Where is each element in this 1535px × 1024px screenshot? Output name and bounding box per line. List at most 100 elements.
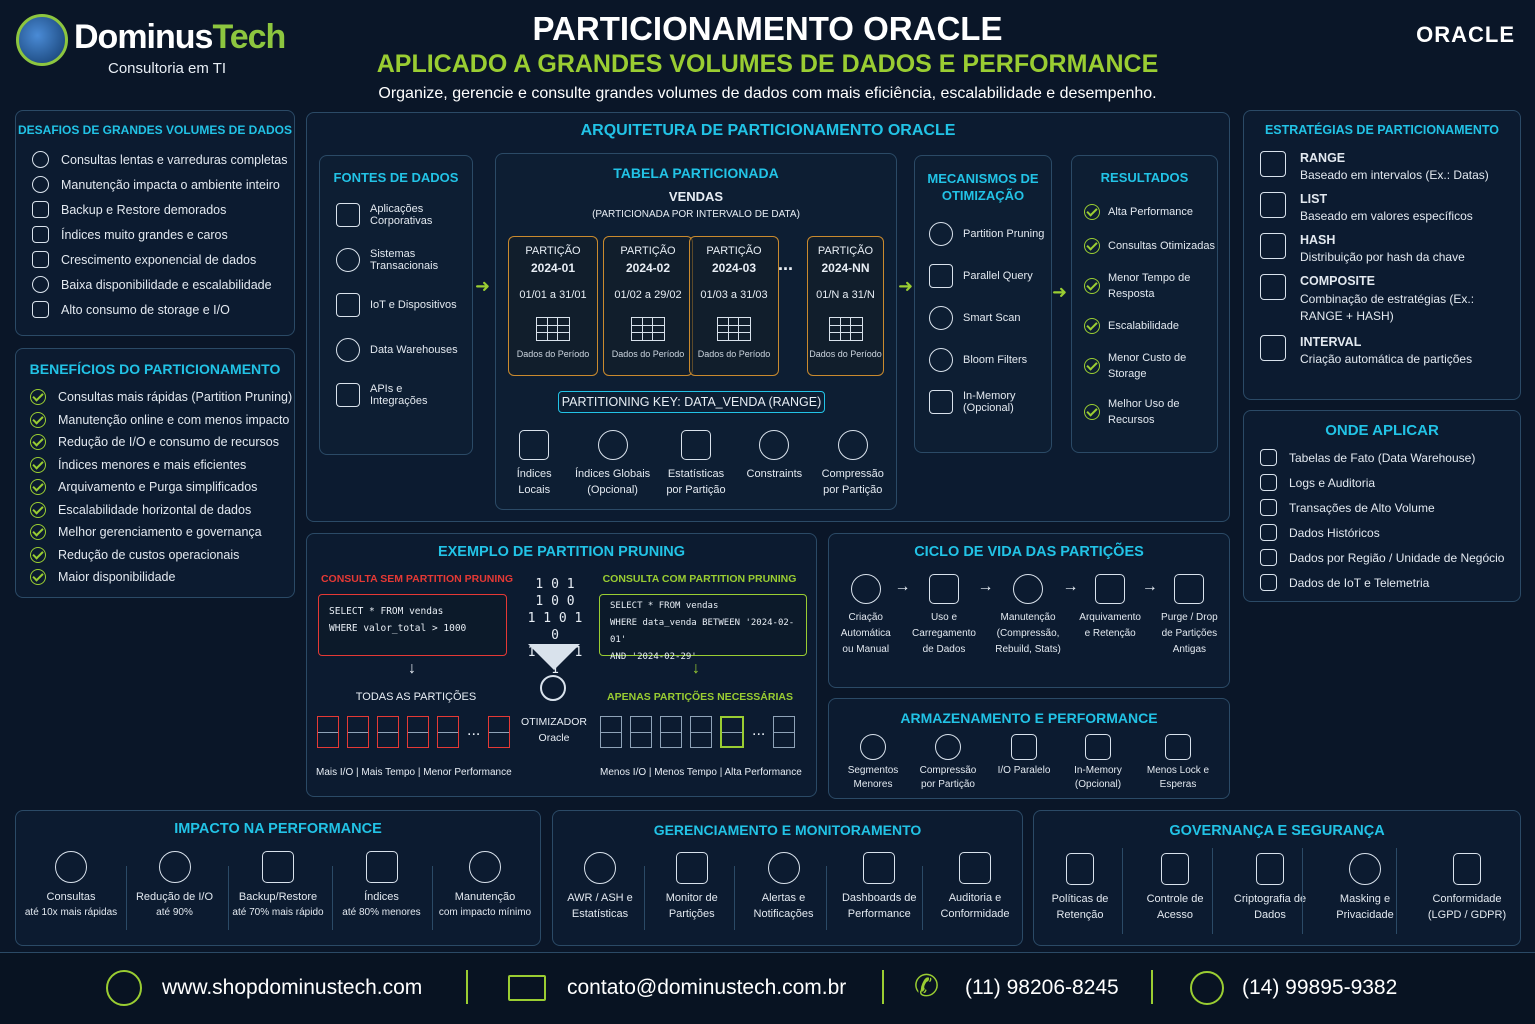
check-icon (30, 456, 46, 473)
feature-item: Índices Globais (Opcional) (573, 430, 653, 498)
partition-mini (488, 716, 511, 748)
brand-tagline: Consultoria em TI (108, 60, 227, 77)
phone-icon: ✆ (914, 970, 940, 1003)
check-icon (30, 546, 46, 563)
list-item: Consultas Otimizadas (1084, 235, 1217, 257)
partitioning-key: PARTITIONING KEY: DATA_VENDA (RANGE) (558, 391, 825, 413)
index-icon (365, 851, 398, 883)
list-item: Manutenção impacta o ambiente inteiro (32, 176, 294, 193)
database-icon (336, 248, 360, 272)
feature-item: Compressão por Partição (818, 430, 888, 498)
feature-item: Constraints (739, 430, 809, 498)
optimizer-label: OTIMIZADOR Oracle (521, 716, 587, 744)
oracle-logo: ORACLE (1416, 22, 1515, 47)
clock-icon (32, 151, 49, 168)
log-icon (1260, 474, 1277, 491)
bar-chart-icon (1165, 734, 1191, 760)
table-grid-icon (536, 317, 570, 341)
list-item: Logs e Auditoria (1260, 474, 1520, 491)
storage-icon (32, 301, 49, 318)
list-icon (1260, 192, 1286, 218)
list-item: Crescimento exponencial de dados (32, 251, 294, 268)
check-icon (1084, 404, 1100, 420)
results-title: RESULTADOS (1100, 170, 1189, 185)
storage-item: Menos Lock e Esperas (1141, 734, 1215, 792)
list-item: IoT e Dispositivos (336, 291, 472, 319)
stats-chart-icon (680, 430, 711, 460)
governance-item: Políticas de Retenção (1040, 853, 1120, 923)
website-link[interactable]: www.shopdominustech.com (162, 976, 423, 999)
monitoring-item: Alertas e Notificações (743, 852, 825, 922)
gear-icon (1013, 574, 1044, 604)
database-icon (850, 574, 881, 604)
table-grid-icon (717, 317, 751, 341)
funnel-icon (528, 644, 580, 670)
challenges-title: DESAFIOS DE GRANDES VOLUMES DE DADOS (17, 123, 293, 137)
governance-item: Conformidade (LGPD / GDPR) (1420, 853, 1514, 923)
hash-icon (1260, 233, 1286, 259)
list-item: Transações de Alto Volume (1260, 499, 1520, 516)
lifecycle-step: Arquivamento e Retenção (1079, 574, 1142, 642)
compliance-icon (1453, 853, 1481, 885)
divider (882, 970, 884, 1004)
clock-icon (55, 851, 87, 883)
encryption-icon (1256, 853, 1284, 885)
arrow-right-icon: ➜ (475, 276, 491, 296)
page-title: PARTICIONAMENTO ORACLE (532, 10, 1003, 47)
list-item: In-Memory (Opcional) (929, 388, 1051, 416)
partition-strip-all: ... (317, 716, 518, 753)
phone-link[interactable]: (11) 98206-8245 (965, 976, 1119, 999)
mechanisms-panel: MECANISMOS DE OTIMIZAÇÃO Partition Pruni… (914, 155, 1052, 453)
list-item: Bloom Filters (929, 346, 1051, 374)
list-item: Dados por Região / Unidade de Negócio (1260, 549, 1520, 566)
compression-icon (837, 430, 868, 460)
list-item: Smart Scan (929, 304, 1051, 332)
all-partitions-label: TODAS AS PARTIÇÕES (355, 691, 477, 703)
database-icon (158, 851, 191, 883)
growth-chart-icon (32, 251, 49, 268)
document-icon (519, 430, 550, 460)
lifecycle-step: Manutenção (Compressão, Rebuild, Stats) (994, 574, 1063, 658)
list-item: Redução de I/O e consumo de recursos (30, 434, 294, 450)
history-icon (1260, 524, 1277, 541)
applications-icon (336, 203, 360, 227)
partition-mini (347, 716, 369, 748)
list-item: Melhor Uso de Recursos (1084, 395, 1217, 429)
arrow-right-icon: → (1062, 578, 1079, 595)
email-link[interactable]: contato@dominustech.com.br (567, 976, 847, 999)
dashboard-icon (863, 852, 896, 884)
needed-partitions-label: APENAS PARTIÇÕES NECESSÁRIAS (607, 691, 793, 703)
table-grid-icon (828, 317, 863, 341)
monitoring-item: Dashboards de Performance (834, 852, 924, 922)
storage-panel: ARMAZENAMENTO E PERFORMANCE Segmentos Me… (828, 698, 1230, 799)
gear-icon (469, 851, 501, 883)
list-item: Índices menores e mais eficientes (30, 456, 294, 473)
table-name: VENDAS (668, 189, 724, 204)
list-item: Escalabilidade horizontal de dados (30, 501, 294, 518)
list-item: Baixa disponibilidade e escalabilidade (32, 276, 294, 293)
list-item: Manutenção online e com menos impacto (30, 411, 294, 428)
settings-icon (759, 430, 790, 460)
list-item: Maior disponibilidade (30, 569, 294, 585)
lifecycle-panel: CICLO DE VIDA DAS PARTIÇÕES Criação Auto… (828, 533, 1230, 688)
gear-icon (32, 176, 49, 193)
bell-icon (767, 852, 800, 884)
whatsapp-link[interactable]: (14) 99895-9382 (1242, 976, 1398, 999)
governance-item: Masking e Privacidade (1325, 853, 1405, 923)
divider (466, 970, 468, 1004)
list-item: Dados Históricos (1260, 524, 1520, 541)
strategies-title: ESTRATÉGIAS DE PARTICIONAMENTO (1264, 123, 1500, 137)
table-grid-icon (631, 317, 665, 341)
parallel-icon (929, 264, 953, 288)
list-item: Backup e Restore demorados (32, 201, 294, 218)
